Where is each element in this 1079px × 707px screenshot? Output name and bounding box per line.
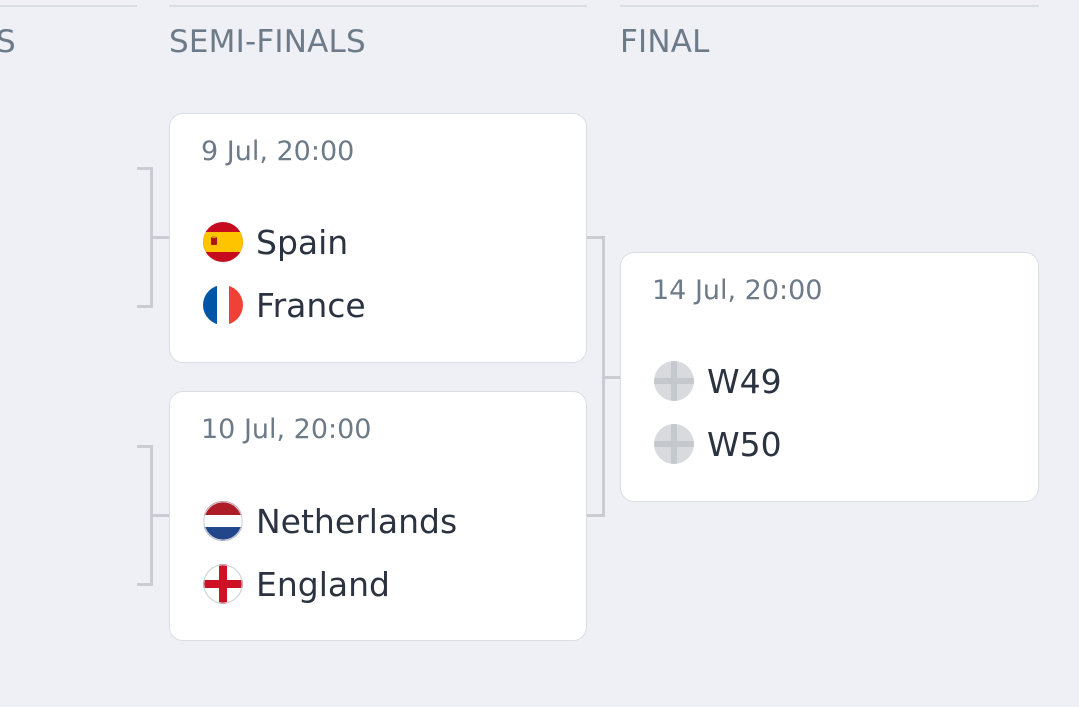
- match-time: 9 Jul, 20:00: [201, 136, 355, 167]
- column-divider: [620, 5, 1039, 7]
- netherlands-flag-icon: [203, 501, 243, 541]
- bracket-connector-stub: [153, 514, 169, 517]
- match-time: 10 Jul, 20:00: [201, 414, 372, 445]
- match-time: 14 Jul, 20:00: [652, 275, 823, 306]
- france-flag-icon: [203, 285, 243, 325]
- bracket-connector: [137, 445, 153, 586]
- england-flag-icon: [203, 564, 243, 604]
- team-name: France: [256, 285, 366, 325]
- team-row[interactable]: England: [203, 562, 390, 606]
- team-name: England: [256, 564, 390, 604]
- match-card-semi-final-1[interactable]: 9 Jul, 20:00 Spain France: [169, 113, 587, 363]
- team-row[interactable]: W49: [654, 359, 782, 403]
- column-header-previous: S: [0, 24, 16, 60]
- column-divider: [0, 5, 137, 7]
- column-header-semi-finals: SEMI-FINALS: [169, 24, 366, 60]
- bracket-connector: [137, 167, 153, 308]
- spain-flag-icon: [203, 222, 243, 262]
- team-row[interactable]: France: [203, 283, 366, 327]
- team-row[interactable]: W50: [654, 422, 782, 466]
- team-row[interactable]: Spain: [203, 220, 348, 264]
- placeholder-flag-icon: [654, 424, 694, 464]
- bracket-connector-stub: [605, 376, 621, 379]
- column-header-final: FINAL: [620, 24, 710, 60]
- team-name: Netherlands: [256, 501, 458, 541]
- bracket-connector-stub: [153, 236, 169, 239]
- team-name: Spain: [256, 222, 349, 262]
- placeholder-flag-icon: [654, 361, 694, 401]
- team-name: W50: [707, 424, 782, 464]
- column-divider: [169, 5, 587, 7]
- bracket-connector: [587, 236, 605, 517]
- match-card-final[interactable]: 14 Jul, 20:00 W49 W50: [620, 252, 1039, 502]
- team-row[interactable]: Netherlands: [203, 499, 457, 543]
- match-card-semi-final-2[interactable]: 10 Jul, 20:00 Netherlands: [169, 391, 587, 641]
- team-name: W49: [707, 361, 782, 401]
